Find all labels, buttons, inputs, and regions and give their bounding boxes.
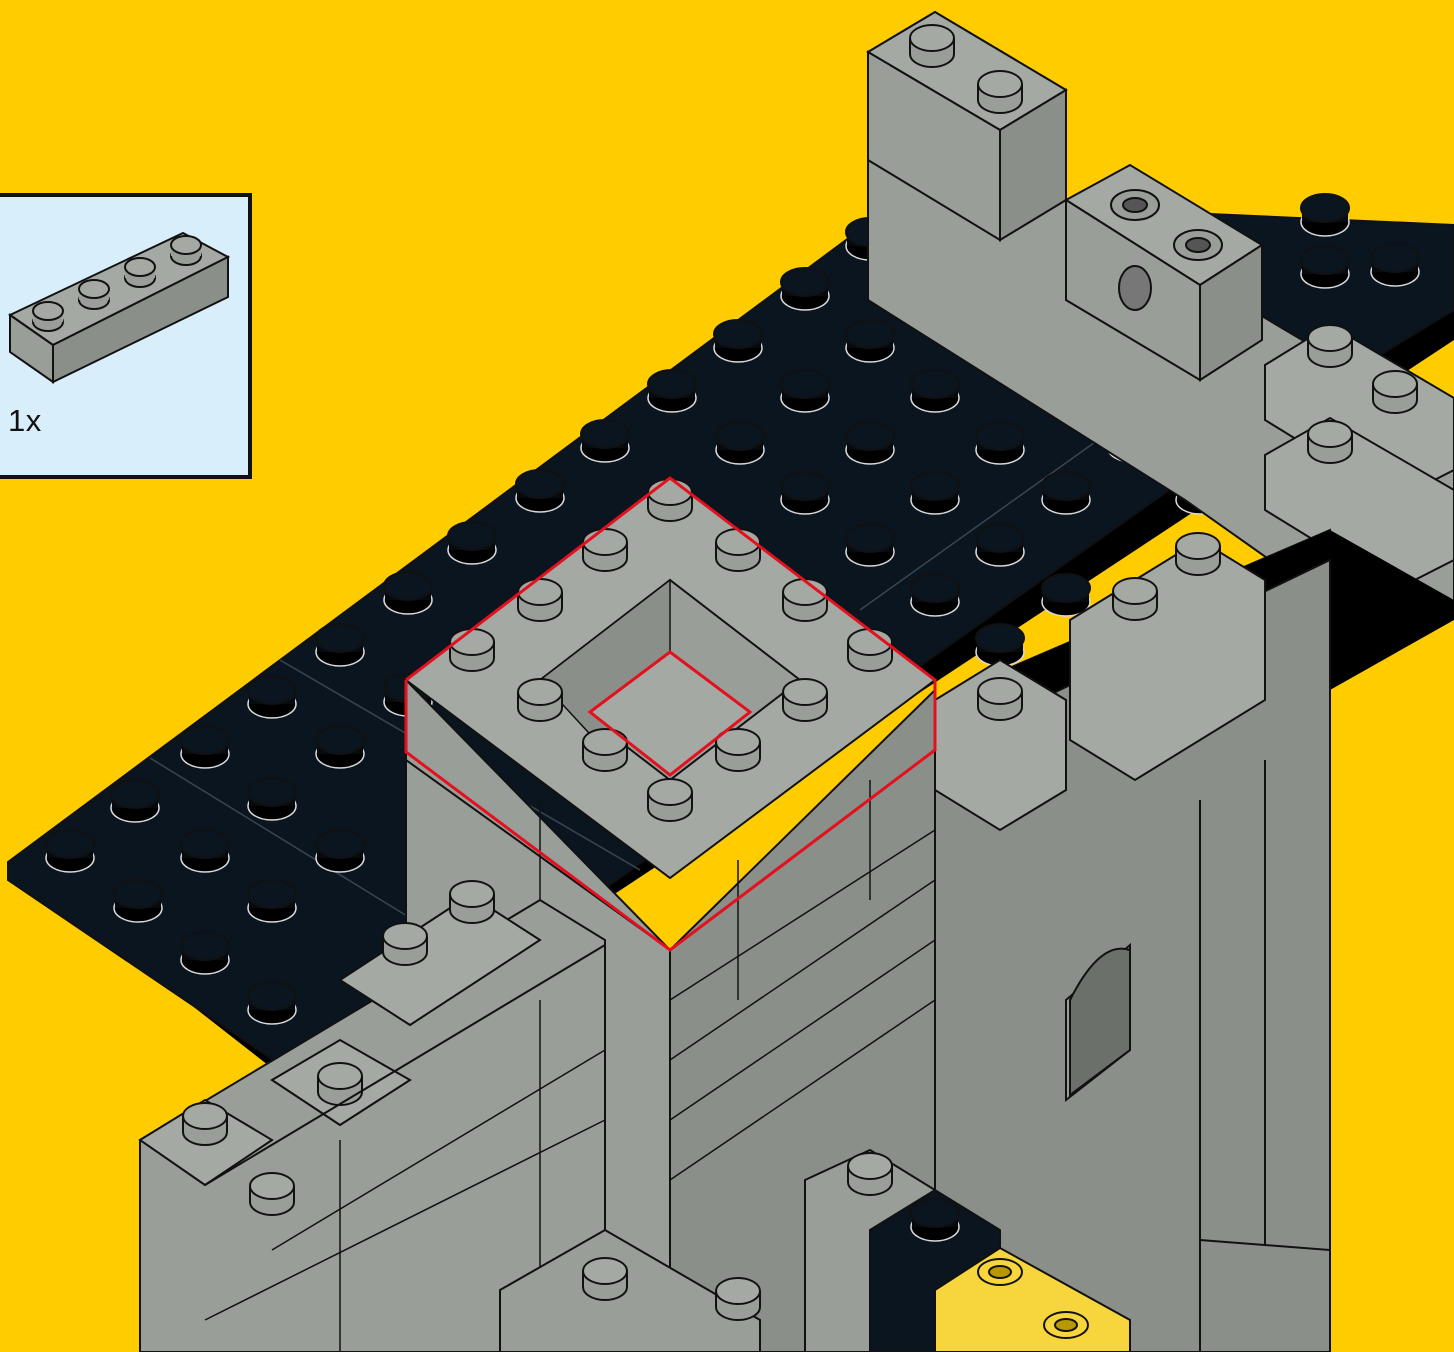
parts-callout: 1x [0, 193, 252, 479]
part-quantity: 1x [8, 403, 42, 439]
